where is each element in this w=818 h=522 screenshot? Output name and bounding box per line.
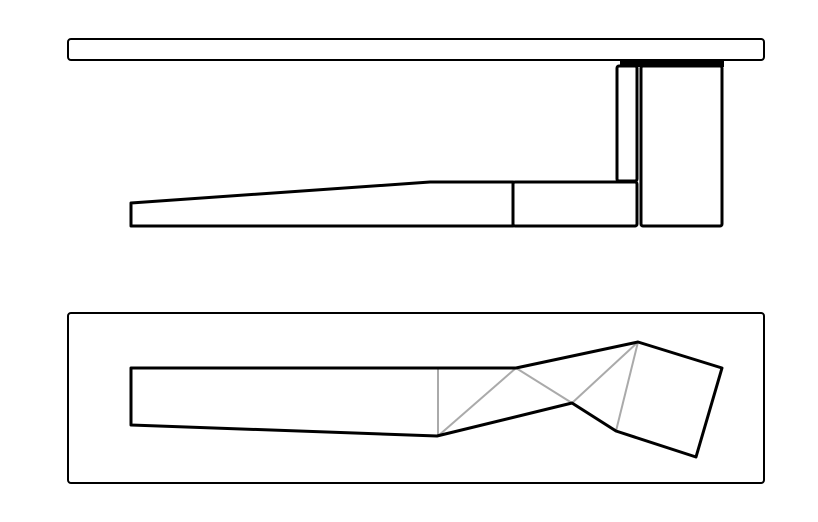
tall-block	[639, 64, 724, 228]
ramp	[129, 180, 515, 228]
frame	[67, 312, 765, 484]
side-view	[67, 38, 765, 228]
folded-outline	[129, 340, 724, 459]
support-band	[620, 61, 724, 67]
low-block	[511, 180, 639, 228]
top-view	[67, 312, 765, 484]
top-plank	[67, 38, 765, 61]
thin-post	[615, 64, 639, 183]
fold-lines	[437, 341, 639, 437]
